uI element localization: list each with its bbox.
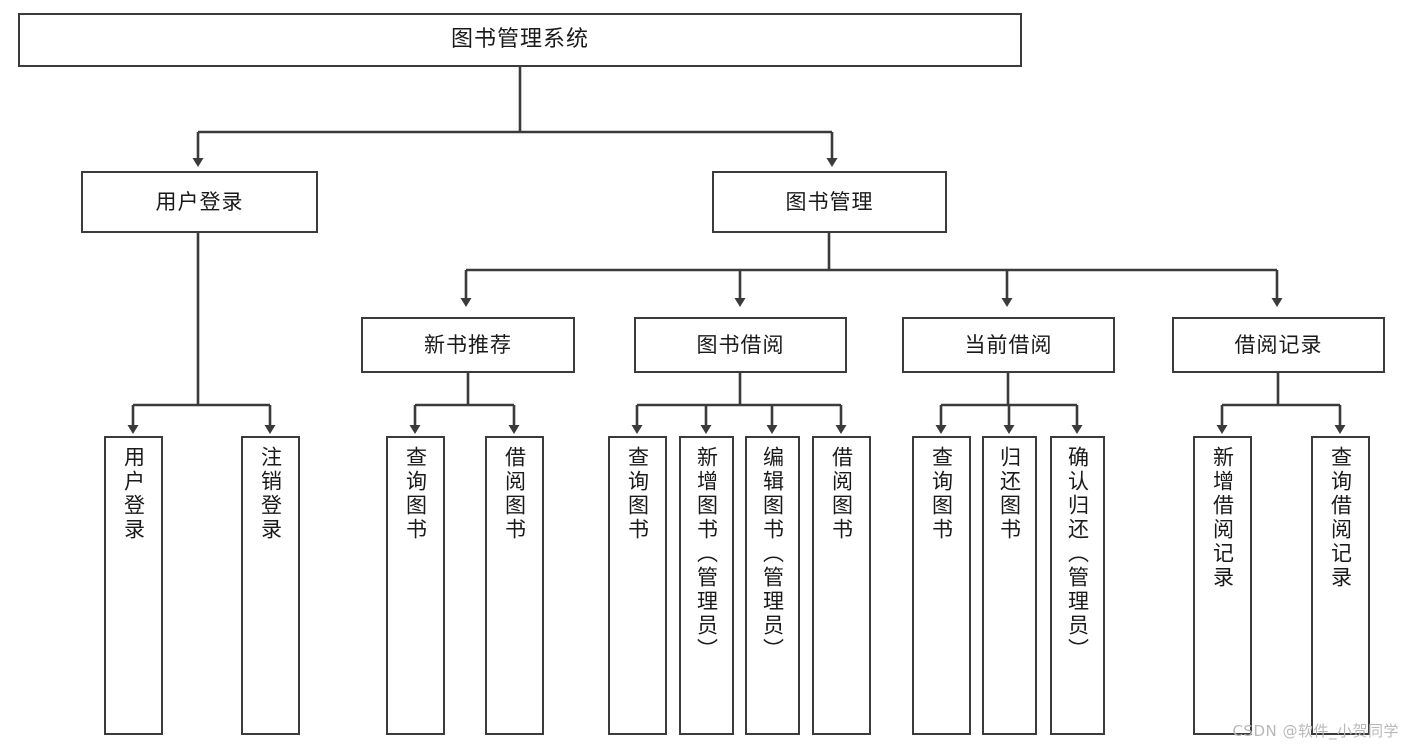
leaf-borrow-add-book-admin[interactable]: 新增图书（管理员） — [679, 436, 734, 735]
node-label: 借阅图书 — [829, 446, 854, 542]
node-new-book-recommend[interactable]: 新书推荐 — [361, 317, 575, 373]
node-label: 查询图书 — [929, 446, 954, 542]
node-label: 查询借阅记录 — [1328, 446, 1353, 590]
csdn-watermark: CSDN @软件_小贺同学 — [1232, 722, 1399, 740]
node-label: 注销登录 — [258, 446, 283, 542]
node-label: 用户登录 — [155, 189, 244, 214]
node-label: 新增借阅记录 — [1210, 446, 1235, 590]
node-label: 确认归还（管理员） — [1065, 446, 1090, 662]
node-label: 借阅图书 — [502, 446, 527, 542]
leaf-current-query-book[interactable]: 查询图书 — [912, 436, 971, 735]
node-root-system[interactable]: 图书管理系统 — [18, 13, 1022, 67]
node-label: 图书管理系统 — [450, 27, 589, 53]
leaf-recommend-query-book[interactable]: 查询图书 — [386, 436, 445, 735]
leaf-current-return-book[interactable]: 归还图书 — [982, 436, 1037, 735]
leaf-borrow-borrow-book[interactable]: 借阅图书 — [812, 436, 871, 735]
leaf-record-query-record[interactable]: 查询借阅记录 — [1311, 436, 1370, 735]
node-label: 图书借阅 — [696, 332, 785, 357]
node-label: 图书管理 — [785, 189, 874, 214]
leaf-user-login-logout[interactable]: 注销登录 — [241, 436, 300, 735]
node-label: 用户登录 — [121, 446, 146, 542]
node-label: 当前借阅 — [964, 332, 1053, 357]
node-user-login[interactable]: 用户登录 — [81, 171, 318, 233]
node-label: 查询图书 — [625, 446, 650, 542]
leaf-borrow-query-book[interactable]: 查询图书 — [608, 436, 667, 735]
node-label: 新书推荐 — [424, 332, 512, 357]
leaf-recommend-borrow-book[interactable]: 借阅图书 — [485, 436, 544, 735]
node-book-borrow[interactable]: 图书借阅 — [634, 317, 847, 373]
node-current-borrow[interactable]: 当前借阅 — [902, 317, 1115, 373]
leaf-current-confirm-return-admin[interactable]: 确认归还（管理员） — [1050, 436, 1105, 735]
node-label: 借阅记录 — [1234, 332, 1323, 357]
node-borrow-record[interactable]: 借阅记录 — [1172, 317, 1385, 373]
node-label: 编辑图书（管理员） — [760, 446, 785, 662]
leaf-record-add-record[interactable]: 新增借阅记录 — [1193, 436, 1252, 735]
node-label: 归还图书 — [997, 446, 1022, 542]
leaf-user-login-login[interactable]: 用户登录 — [104, 436, 163, 735]
leaf-borrow-edit-book-admin[interactable]: 编辑图书（管理员） — [745, 436, 800, 735]
node-book-management[interactable]: 图书管理 — [712, 171, 947, 233]
node-label: 查询图书 — [403, 446, 428, 542]
node-label: 新增图书（管理员） — [694, 446, 719, 662]
